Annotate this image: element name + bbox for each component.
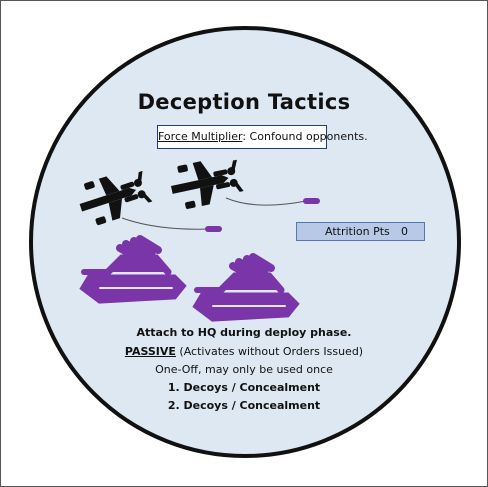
force-multiplier-label: Force Multiplier xyxy=(158,130,243,143)
attach-instruction: Attach to HQ during deploy phase. xyxy=(136,326,352,339)
passive-keyword: PASSIVE xyxy=(124,345,176,358)
missile-trail xyxy=(121,217,211,230)
tactic-token[interactable] xyxy=(29,26,461,458)
fighter-jet-icon xyxy=(79,170,153,226)
missile-icon xyxy=(205,226,222,232)
force-multiplier-text: Confound opponents. xyxy=(246,130,368,143)
one-off-note: One-Off, may only be used once xyxy=(155,363,333,376)
attrition-label: Attrition Pts xyxy=(325,225,390,238)
passive-line: PASSIVE (Activates without Orders Issued… xyxy=(0,345,488,358)
attrition-value: 0 xyxy=(401,225,408,238)
option-1[interactable]: 1. Decoys / Concealment xyxy=(167,381,321,394)
force-multiplier-separator: : xyxy=(242,130,247,143)
attrition-points-bar: Attrition Pts 0 xyxy=(296,222,425,241)
tank-icon xyxy=(192,253,300,322)
missile-icon xyxy=(303,198,320,204)
card-title: Deception Tactics xyxy=(137,90,351,114)
force-multiplier-box: Force Multiplier: Confound opponents. xyxy=(157,125,368,149)
option-2[interactable]: 2. Decoys / Concealment xyxy=(167,399,321,412)
passive-description: (Activates without Orders Issued) xyxy=(175,345,364,358)
fighter-jet-icon xyxy=(170,159,244,209)
missile-trail xyxy=(225,197,307,206)
tank-icon xyxy=(79,235,187,304)
